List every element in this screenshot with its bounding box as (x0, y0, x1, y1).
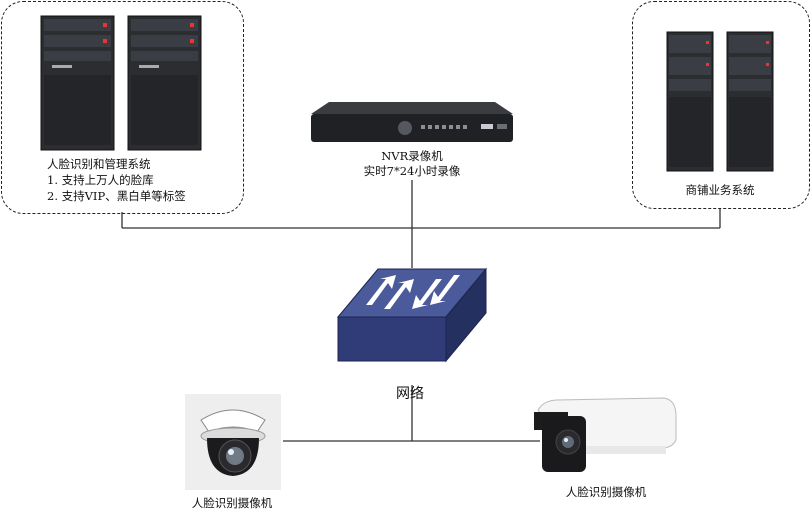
nvr-subtitle: 实时7*24小时录像 (363, 164, 461, 178)
server-tower-icon (40, 15, 115, 151)
nvr-title: NVR录像机 (381, 149, 443, 163)
bullet-camera-label: 人脸识别摄像机 (565, 485, 647, 499)
nvr-recorder-icon (311, 102, 513, 142)
bullet-camera-icon (534, 397, 677, 472)
network-switch-icon (336, 267, 488, 363)
dome-camera-icon (200, 409, 266, 476)
face-recognition-system-box (1, 1, 244, 214)
server-tower-icon (666, 31, 714, 172)
server-tower-icon (726, 31, 774, 172)
face-system-line2: 2. 支持VIP、黑白单等标签 (47, 189, 186, 203)
dome-camera-image (185, 394, 281, 490)
server-tower-icon (127, 15, 202, 151)
face-system-line1: 1. 支持上万人的脸库 (47, 173, 154, 187)
face-system-title: 人脸识别和管理系统 (47, 157, 151, 171)
network-label: 网络 (396, 386, 424, 402)
store-business-system-box (632, 1, 810, 209)
dome-camera-label: 人脸识别摄像机 (191, 496, 273, 510)
store-system-title: 商铺业务系统 (685, 183, 755, 197)
